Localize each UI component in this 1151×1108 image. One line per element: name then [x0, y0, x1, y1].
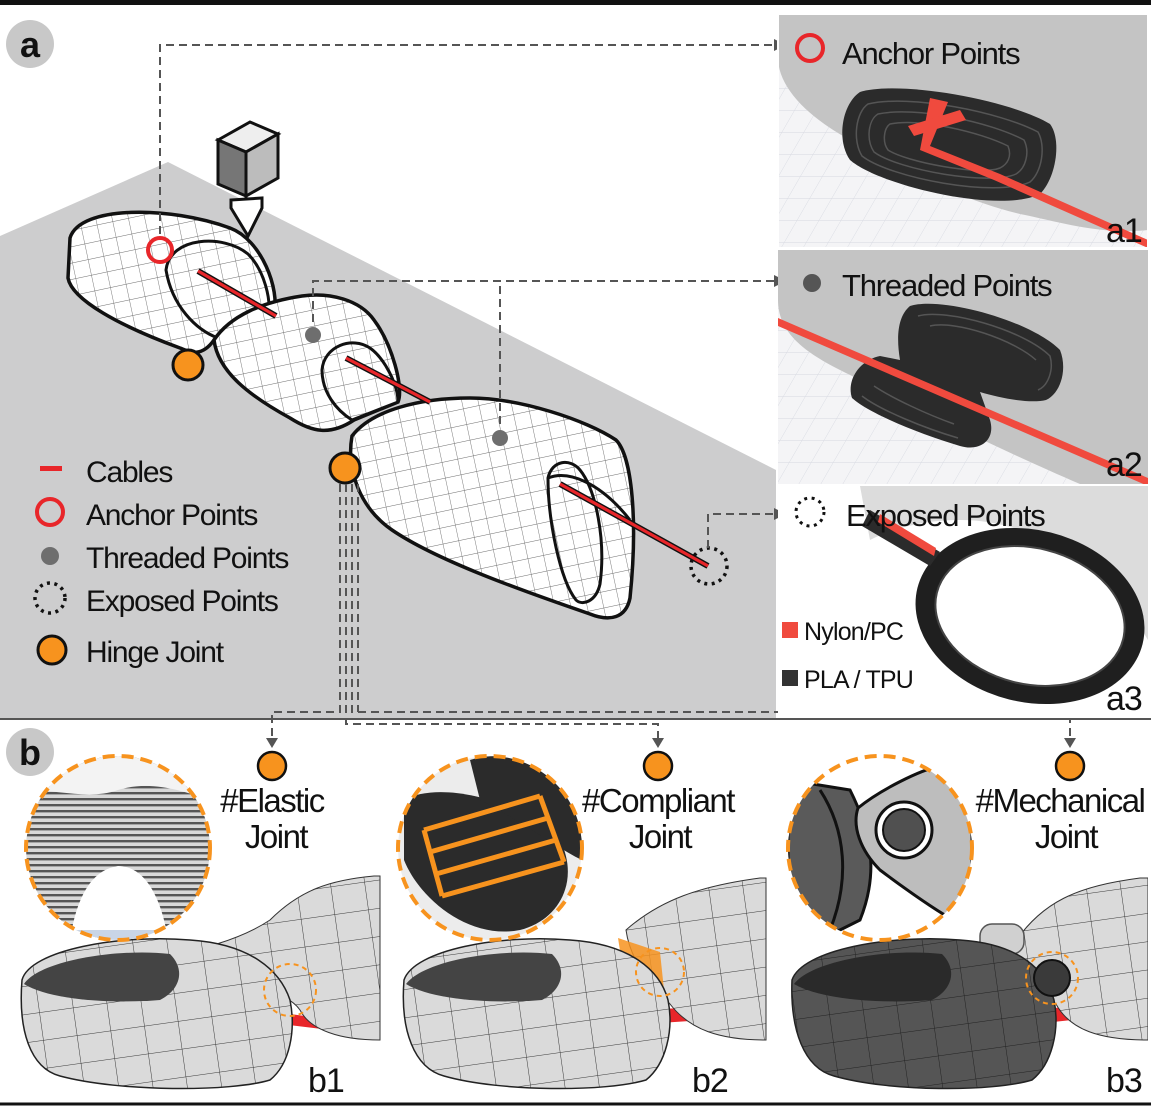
joint-subtitle: Joint [629, 818, 693, 855]
panel-b-label: b [19, 732, 41, 773]
material-swatch [782, 670, 798, 686]
joint-title: #Elastic [220, 782, 325, 819]
legend-label: Exposed Points [86, 585, 278, 618]
anchor-point-icon [35, 497, 65, 527]
top-rule [0, 0, 1151, 5]
threaded-point-marker [492, 430, 508, 446]
material-swatch [782, 622, 798, 638]
inset-tag: a2 [1106, 446, 1142, 484]
hinge-joint-marker [171, 348, 205, 382]
hinge-joint-icon [642, 750, 674, 782]
hinge-joint-icon [256, 750, 288, 782]
inset-tag: a3 [1106, 680, 1142, 718]
panel-tag: b3 [1106, 1062, 1142, 1100]
material-label: PLA / TPU [804, 666, 913, 694]
inset-a3: a3 [778, 486, 1148, 718]
joint-subtitle: Joint [245, 818, 309, 855]
panel-b-badge [6, 728, 54, 776]
inset-a1: a1 [778, 14, 1148, 250]
inset-a2: a2 [778, 250, 1148, 484]
legend-label: Threaded Points [86, 542, 288, 575]
cable-line [196, 268, 710, 569]
joint-title: #Mechanical [976, 782, 1145, 819]
inset-a1-frame [777, 13, 1149, 249]
inset-title: Anchor Points [842, 36, 1020, 71]
panel-b2: b2 [402, 877, 767, 1100]
threaded-point-icon [803, 274, 821, 292]
material-label: Nylon/PC [804, 618, 904, 646]
callout-connectors [159, 44, 1071, 742]
zoom-elastic [24, 754, 212, 942]
zoom-mechanical [786, 754, 974, 942]
exposed-point-icon [794, 496, 826, 528]
legend: Cables Anchor Points Threaded Points Exp… [33, 456, 290, 669]
threaded-point-icon [41, 547, 59, 565]
anchor-point-icon [795, 33, 825, 63]
exposed-point-icon [33, 581, 67, 615]
joint-subtitle: Joint [1035, 818, 1099, 855]
legend-label: Anchor Points [86, 499, 257, 532]
hinge-joint-marker [328, 451, 362, 485]
panel-a-badge [6, 20, 54, 68]
panel-tag: b2 [692, 1062, 728, 1100]
zoom-compliant [396, 754, 584, 942]
panel-a-main [0, 120, 776, 718]
panel-tag: b1 [308, 1062, 344, 1100]
joint-title: #Compliant [582, 782, 735, 819]
finger-model [66, 210, 636, 620]
print-nozzle-icon [214, 120, 282, 240]
legend-label: Hinge Joint [86, 636, 225, 669]
panel-b3: b3 [791, 877, 1148, 1100]
anchor-point-marker [146, 236, 174, 264]
hinge-joint-icon [1054, 750, 1086, 782]
threaded-point-marker [305, 327, 321, 343]
inset-title: Exposed Points [846, 498, 1045, 533]
cable-icon [40, 466, 62, 471]
hinge-joint-icon [36, 634, 68, 666]
panel-a-label: a [20, 24, 41, 65]
panel-b1: b1 [20, 875, 381, 1100]
inset-title: Threaded Points [842, 268, 1052, 303]
legend-label: Cables [86, 456, 172, 489]
inset-tag: a1 [1106, 212, 1142, 250]
